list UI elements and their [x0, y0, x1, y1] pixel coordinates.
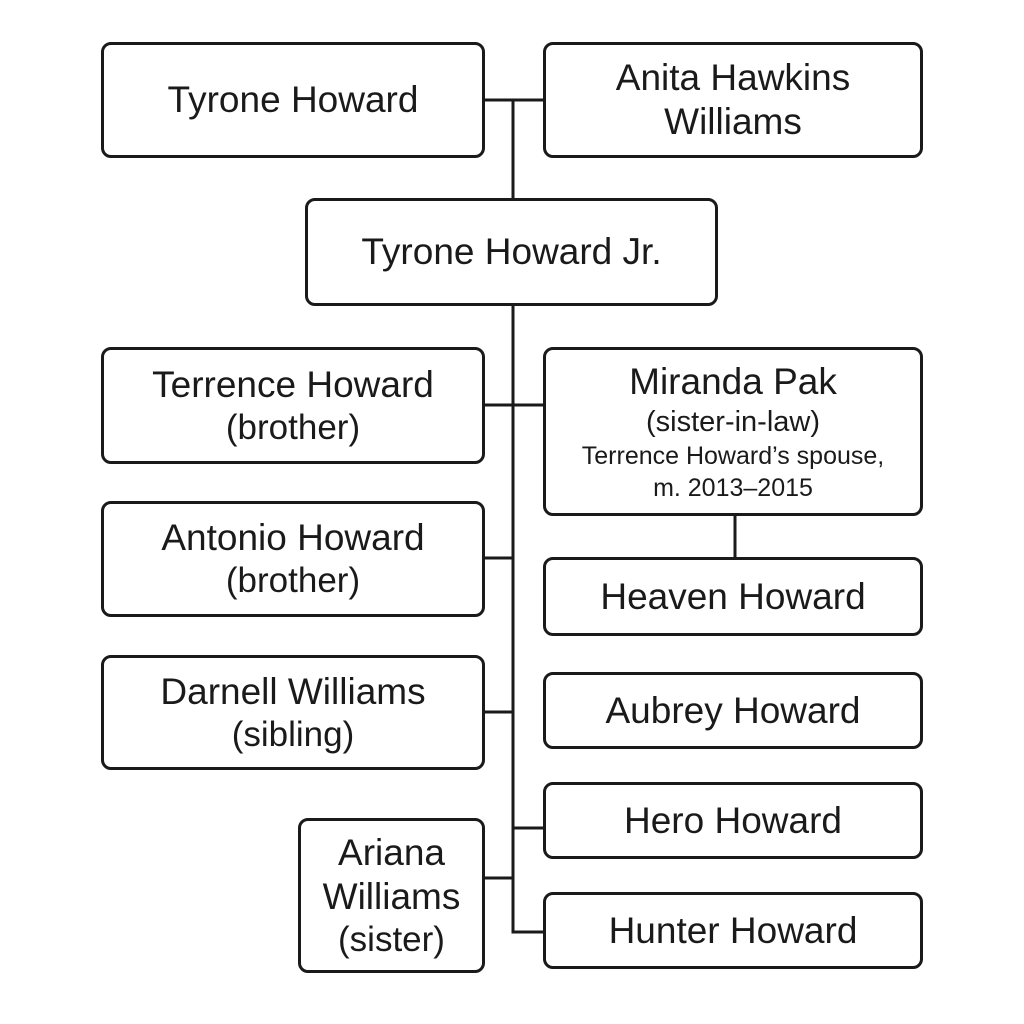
- node-terrence-howard: Terrence Howard (brother): [101, 347, 485, 464]
- node-tyrone-howard-jr: Tyrone Howard Jr.: [305, 198, 718, 306]
- node-relation: (sister): [338, 919, 445, 959]
- node-name: Tyrone Howard: [167, 79, 419, 120]
- node-name: Williams: [664, 101, 802, 142]
- node-name: Tyrone Howard Jr.: [361, 231, 662, 272]
- node-hero-howard: Hero Howard: [543, 782, 923, 859]
- node-relation: (brother): [225, 561, 361, 600]
- node-miranda-pak: Miranda Pak (sister-in-law) Terrence How…: [543, 347, 923, 516]
- node-name: Terrence Howard: [152, 363, 434, 405]
- node-name: Antonio Howard: [161, 517, 425, 558]
- node-note: Terrence Howard’s spouse,: [581, 441, 885, 470]
- node-note: m. 2013–2015: [653, 473, 813, 502]
- node-hunter-howard: Hunter Howard: [543, 892, 923, 969]
- node-relation: (sister-in-law): [646, 405, 820, 438]
- node-name: Anita Hawkins: [615, 57, 851, 98]
- node-relation: (brother): [225, 407, 361, 447]
- node-name: Aubrey Howard: [605, 689, 861, 731]
- node-aubrey-howard: Aubrey Howard: [543, 672, 923, 749]
- node-ariana-williams: Ariana Williams (sister): [298, 818, 485, 973]
- node-darnell-williams: Darnell Williams (sibling): [101, 655, 485, 770]
- node-name: Ariana: [338, 831, 445, 873]
- node-name: Heaven Howard: [600, 575, 866, 617]
- node-name: Darnell Williams: [160, 670, 426, 712]
- node-relation: (sibling): [231, 714, 355, 754]
- node-tyrone-howard: Tyrone Howard: [101, 42, 485, 158]
- node-heaven-howard: Heaven Howard: [543, 557, 923, 636]
- node-anita-hawkins-williams: Anita Hawkins Williams: [543, 42, 923, 158]
- node-name: Hero Howard: [624, 799, 842, 841]
- node-antonio-howard: Antonio Howard (brother): [101, 501, 485, 617]
- siblings-trunk: [511, 305, 543, 934]
- node-name: Miranda Pak: [629, 360, 837, 402]
- node-name: Williams: [322, 875, 461, 917]
- node-name: Hunter Howard: [608, 909, 858, 951]
